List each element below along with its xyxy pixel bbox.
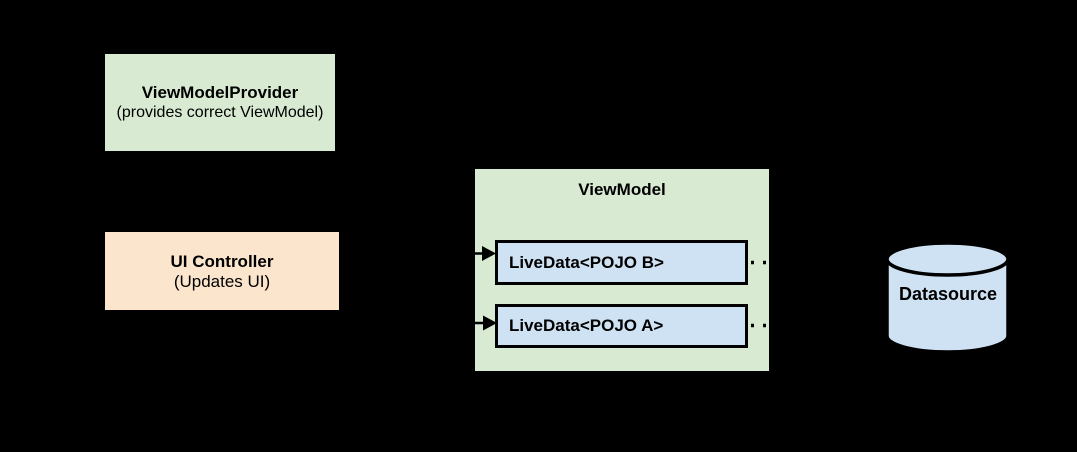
node-ui-controller: UI Controller (Updates UI) [105, 232, 339, 310]
livedata-pojo-b-label: LiveData<POJO B> [509, 252, 664, 272]
database-cylinder-icon [885, 241, 1010, 354]
viewmodelprovider-subtitle: (provides correct ViewModel) [116, 104, 324, 121]
datasource-label: Datasource [898, 284, 998, 304]
node-livedata-pojo-a: LiveData<POJO A> [495, 304, 748, 348]
livedata-pojo-a-label: LiveData<POJO A> [509, 316, 664, 335]
node-datasource: Datasource [884, 239, 1012, 356]
ui-controller-subtitle: (Updates UI) [173, 271, 271, 291]
viewmodelprovider-title: ViewModelProvider [141, 83, 299, 102]
node-viewmodelprovider: ViewModelProvider (provides correct View… [105, 54, 335, 151]
node-livedata-pojo-b: LiveData<POJO B> [495, 240, 748, 285]
ui-controller-title: UI Controller [170, 251, 274, 271]
edge-uicontroller-to-livedata-a [340, 315, 497, 331]
edge-uicontroller-to-livedata-b [340, 246, 496, 261]
viewmodel-title: ViewModel [578, 180, 666, 199]
